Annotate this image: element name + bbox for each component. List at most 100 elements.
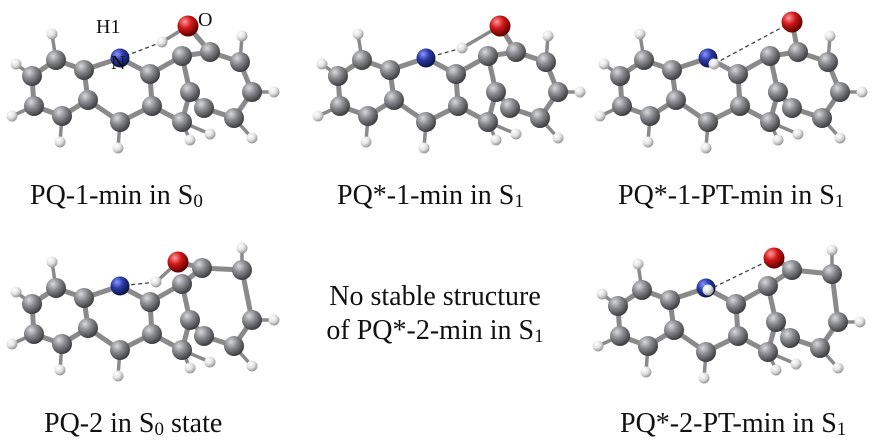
atom-hydrogen xyxy=(824,30,836,42)
caption-pq2pt-s1: PQ*-2-PT-min in S1 xyxy=(620,408,847,440)
atom-carbon xyxy=(52,334,72,354)
atom-carbon xyxy=(172,340,192,360)
atom-hydrogen xyxy=(708,58,720,70)
atom-hydrogen xyxy=(490,134,502,146)
atom-carbon xyxy=(78,90,98,110)
atom-hydrogen xyxy=(510,128,522,140)
atom-hydrogen xyxy=(112,370,124,382)
atom-hydrogen xyxy=(10,286,22,298)
atom-carbon xyxy=(142,324,162,344)
atom-hydrogen xyxy=(594,110,606,122)
atom-hydrogen xyxy=(772,134,784,146)
atom-carbon xyxy=(634,50,654,70)
atom-hydrogen xyxy=(316,58,328,70)
atom-hydrogen xyxy=(204,128,216,140)
atom-carbon xyxy=(52,106,72,126)
atom-carbon xyxy=(780,328,800,348)
atom-carbon xyxy=(782,98,802,118)
atom-carbon xyxy=(500,98,520,118)
atom-carbon xyxy=(638,336,658,356)
atom-carbon xyxy=(142,96,162,116)
atom-carbon xyxy=(46,50,66,70)
atom-carbon xyxy=(180,82,200,102)
atom-carbon xyxy=(140,292,160,312)
atom-hydrogen xyxy=(792,128,804,140)
atom-carbon xyxy=(760,46,780,66)
atom-carbon xyxy=(664,320,684,340)
atom-hydrogen xyxy=(246,132,258,144)
atom-hydrogen xyxy=(592,340,604,352)
atom-carbon xyxy=(666,90,686,110)
caption-pq1-s0: PQ-1-min in S0 xyxy=(30,180,203,212)
atom-hydrogen xyxy=(236,242,248,254)
atom-carbon xyxy=(766,312,786,332)
atom-hydrogen xyxy=(700,142,712,154)
atom-carbon xyxy=(812,108,832,128)
atom-carbon xyxy=(230,52,250,72)
atom-label-o: O xyxy=(198,9,213,31)
atom-carbon xyxy=(810,338,830,358)
atom-hydrogen xyxy=(596,288,608,300)
atom-hydrogen xyxy=(552,132,564,144)
atom-hydrogen xyxy=(640,366,652,378)
atom-hydrogen xyxy=(312,110,324,122)
atom-carbon xyxy=(828,312,848,332)
atom-hydrogen xyxy=(854,316,866,328)
atom-hydrogen xyxy=(360,136,372,148)
atom-carbon xyxy=(610,66,630,86)
atom-carbon xyxy=(232,260,252,280)
atom-carbon xyxy=(74,288,94,308)
molecule-pq1-s0 xyxy=(6,15,280,154)
atom-hydrogen xyxy=(246,360,258,372)
atom-hydrogen xyxy=(54,136,66,148)
atom-hydrogen xyxy=(112,142,124,154)
caption-pq2-s0: PQ-2 in S0 state xyxy=(44,408,223,440)
atom-hydrogen xyxy=(542,30,554,42)
molecule-pq1-s1 xyxy=(312,15,586,154)
atom-carbon xyxy=(640,106,660,126)
atom-hydrogen xyxy=(834,132,846,144)
atom-label-h1: H1 xyxy=(96,16,121,38)
molecule-pq2-s0 xyxy=(6,242,280,382)
molecule-pq1pt-s1 xyxy=(594,11,868,154)
atom-hydrogen xyxy=(826,244,838,256)
atom-carbon xyxy=(448,96,468,116)
atom-carbon xyxy=(548,82,568,102)
atom-carbon xyxy=(110,112,130,132)
atom-hydrogen xyxy=(10,58,22,70)
atom-carbon xyxy=(330,96,350,116)
atom-oxygen xyxy=(781,11,803,33)
atom-carbon xyxy=(760,112,780,132)
atom-carbon xyxy=(74,60,94,80)
atom-carbon xyxy=(22,294,42,314)
atom-carbon xyxy=(728,64,748,84)
atom-hydrogen xyxy=(418,142,430,154)
atom-nitrogen xyxy=(110,48,130,68)
atom-carbon xyxy=(632,280,652,300)
atom-carbon xyxy=(608,296,628,316)
atom-hydrogen xyxy=(598,58,610,70)
atom-oxygen xyxy=(489,15,511,37)
atom-hydrogen xyxy=(698,372,710,384)
atom-carbon xyxy=(610,326,630,346)
atom-hydrogen xyxy=(702,284,714,296)
atom-carbon xyxy=(140,64,160,84)
atom-hydrogen xyxy=(150,276,162,288)
molecule-pq2pt-s1 xyxy=(592,244,866,384)
hydrogen-bond xyxy=(713,21,793,65)
atom-hydrogen xyxy=(632,258,644,270)
no-structure-note: No stable structure of PQ*-2-min in S1 xyxy=(300,280,570,348)
atom-carbon xyxy=(758,342,778,362)
atom-carbon xyxy=(384,90,404,110)
atom-carbon xyxy=(788,42,808,62)
atom-carbon xyxy=(242,310,262,330)
atom-carbon xyxy=(698,112,718,132)
atom-carbon xyxy=(728,326,748,346)
atom-carbon xyxy=(352,50,372,70)
atom-hydrogen xyxy=(574,86,586,98)
atom-oxygen xyxy=(177,15,199,37)
atom-carbon xyxy=(782,260,802,280)
atom-hydrogen xyxy=(156,36,168,48)
atom-carbon xyxy=(696,342,716,362)
